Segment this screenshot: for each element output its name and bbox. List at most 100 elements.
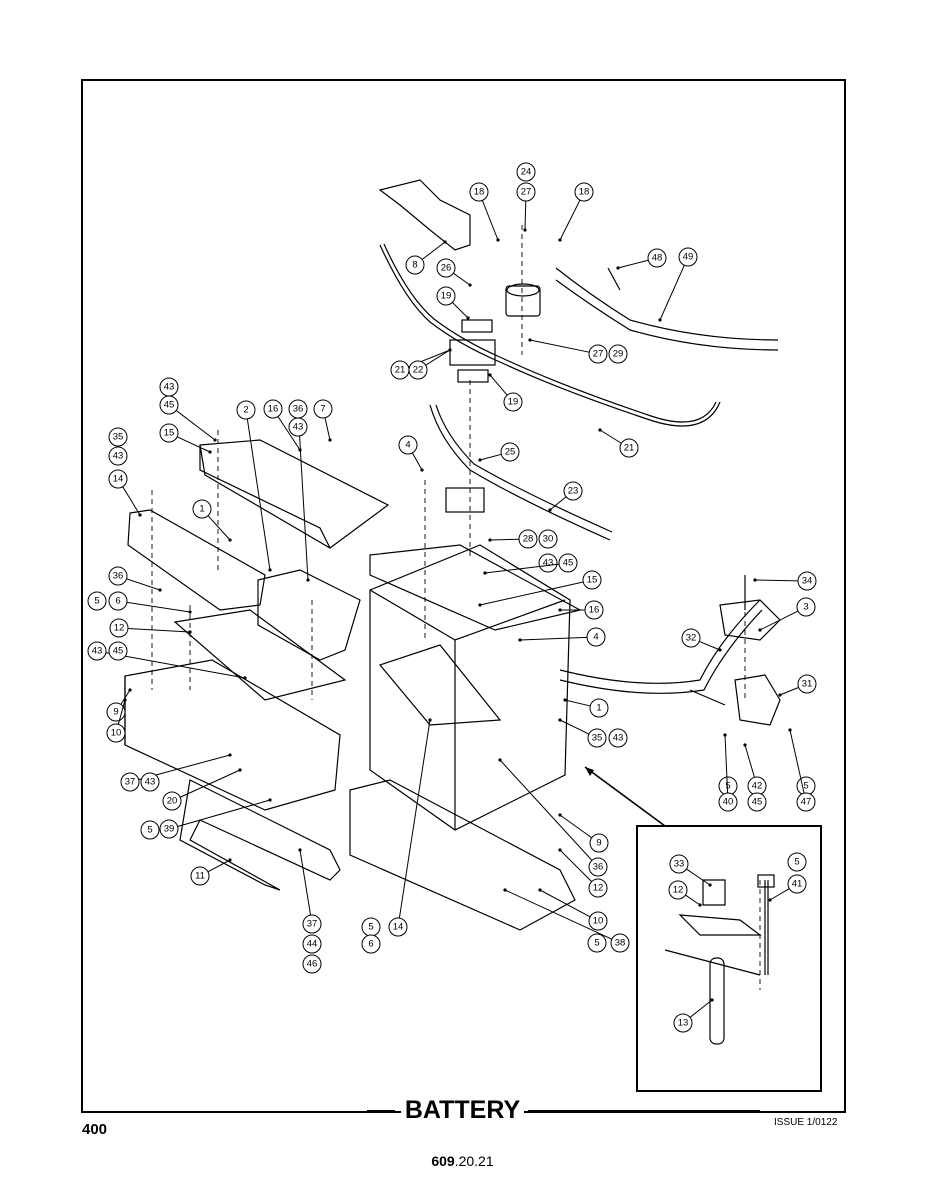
callout-36: 36 bbox=[288, 399, 310, 582]
callout-20: 20 bbox=[162, 768, 242, 811]
callout-2: 2 bbox=[236, 400, 272, 572]
callout-7: 7 bbox=[313, 399, 333, 442]
callout-number: 36 bbox=[293, 404, 304, 415]
document-reference-bold: 609 bbox=[431, 1153, 455, 1169]
callout-leader bbox=[117, 699, 126, 725]
callout-number: 26 bbox=[441, 263, 452, 274]
callout-38: 38 bbox=[503, 888, 630, 953]
callout-number: 36 bbox=[593, 862, 604, 873]
callout-circle bbox=[159, 819, 179, 839]
callout-43: 43 bbox=[288, 417, 308, 437]
callout-arrowhead bbox=[538, 888, 542, 892]
callout-circle bbox=[587, 728, 607, 748]
callout-number: 18 bbox=[474, 187, 485, 198]
callout-19: 19 bbox=[488, 373, 523, 412]
callout-23: 23 bbox=[548, 481, 583, 512]
callout-22: 22 bbox=[408, 348, 452, 380]
callout-leader bbox=[411, 452, 423, 471]
callout-leader bbox=[425, 349, 451, 366]
callout-21: 21 bbox=[390, 348, 452, 380]
callout-leader bbox=[559, 199, 581, 241]
callout-arrowhead bbox=[518, 638, 522, 642]
callout-9: 9 bbox=[106, 688, 132, 722]
callout-36: 36 bbox=[108, 566, 162, 592]
callout-leader bbox=[324, 417, 331, 441]
callout-number: 43 bbox=[145, 777, 156, 788]
callout-arrowhead bbox=[448, 348, 452, 352]
callout-leader bbox=[177, 799, 271, 827]
callout-leader bbox=[481, 200, 499, 241]
callout-leader bbox=[479, 453, 502, 461]
callout-30: 30 bbox=[538, 529, 558, 549]
callout-number: 13 bbox=[678, 1018, 689, 1029]
line-art bbox=[124, 179, 781, 1045]
callout-39: 39 bbox=[159, 798, 272, 839]
callout-leader bbox=[452, 302, 469, 319]
callout-arrowhead bbox=[558, 848, 562, 852]
callout-circle bbox=[361, 934, 381, 954]
callout-47: 47 bbox=[788, 728, 816, 812]
callout-circle bbox=[796, 792, 816, 812]
callout-number: 34 bbox=[802, 576, 813, 587]
callout-arrowhead bbox=[213, 438, 217, 442]
callout-14: 14 bbox=[388, 718, 432, 937]
callout-number: 41 bbox=[792, 879, 803, 890]
callout-circle bbox=[288, 417, 308, 437]
callout-arrowhead bbox=[658, 318, 662, 322]
callout-circle bbox=[538, 529, 558, 549]
callout-number: 40 bbox=[723, 797, 734, 808]
callout-arrowhead bbox=[698, 903, 702, 907]
callout-number: 43 bbox=[543, 558, 554, 569]
callout-leader bbox=[524, 200, 527, 231]
callout-arrowhead bbox=[558, 813, 562, 817]
callout-leader bbox=[489, 374, 508, 396]
callout-18: 18 bbox=[558, 182, 594, 242]
callout-arrowhead bbox=[478, 458, 482, 462]
callout-32: 32 bbox=[681, 628, 722, 652]
callout-arrowhead bbox=[558, 718, 562, 722]
callout-leader bbox=[617, 259, 649, 269]
callout-leader bbox=[126, 578, 161, 591]
callout-circle bbox=[796, 597, 816, 617]
callout-circle bbox=[608, 728, 628, 748]
callout-number: 45 bbox=[164, 400, 175, 411]
callout-24: 24 bbox=[516, 162, 536, 182]
callout-arrowhead bbox=[523, 228, 527, 232]
callout-arrowhead bbox=[228, 858, 232, 862]
callout-leader bbox=[779, 686, 799, 696]
callout-number: 43 bbox=[164, 382, 175, 393]
callout-number: 43 bbox=[613, 733, 624, 744]
callout-circle bbox=[108, 469, 128, 489]
callout-arrowhead bbox=[723, 733, 727, 737]
callout-5: 5 bbox=[87, 591, 107, 611]
callout-leader bbox=[549, 496, 567, 511]
callout-arrowhead bbox=[188, 610, 192, 614]
callout-10: 10 bbox=[538, 888, 608, 931]
callout-number: 5 bbox=[594, 938, 599, 949]
callout-circle bbox=[398, 435, 418, 455]
callout-circle bbox=[588, 857, 608, 877]
footer-title-row: BATTERY bbox=[0, 1096, 925, 1125]
callout-arrowhead bbox=[768, 898, 772, 902]
callout-number: 23 bbox=[568, 486, 579, 497]
callout-number: 16 bbox=[268, 404, 279, 415]
callout-circle bbox=[586, 627, 606, 647]
callout-43: 43 bbox=[87, 641, 247, 680]
callout-circle bbox=[588, 344, 608, 364]
callout-12: 12 bbox=[558, 848, 608, 898]
callout-number: 44 bbox=[307, 939, 318, 950]
callout-16: 16 bbox=[263, 399, 302, 452]
callout-45: 45 bbox=[483, 553, 578, 575]
callout-circle bbox=[574, 182, 594, 202]
callout-36: 36 bbox=[498, 758, 608, 877]
callout-number: 19 bbox=[508, 397, 519, 408]
callout-circle bbox=[436, 258, 456, 278]
callout-circle bbox=[388, 917, 408, 937]
callout-number: 11 bbox=[195, 871, 205, 882]
callout-circle bbox=[797, 571, 817, 591]
callout-circle bbox=[538, 553, 558, 573]
callout-circle bbox=[678, 247, 698, 267]
callout-leader bbox=[207, 515, 231, 541]
callout-arrowhead bbox=[753, 578, 757, 582]
